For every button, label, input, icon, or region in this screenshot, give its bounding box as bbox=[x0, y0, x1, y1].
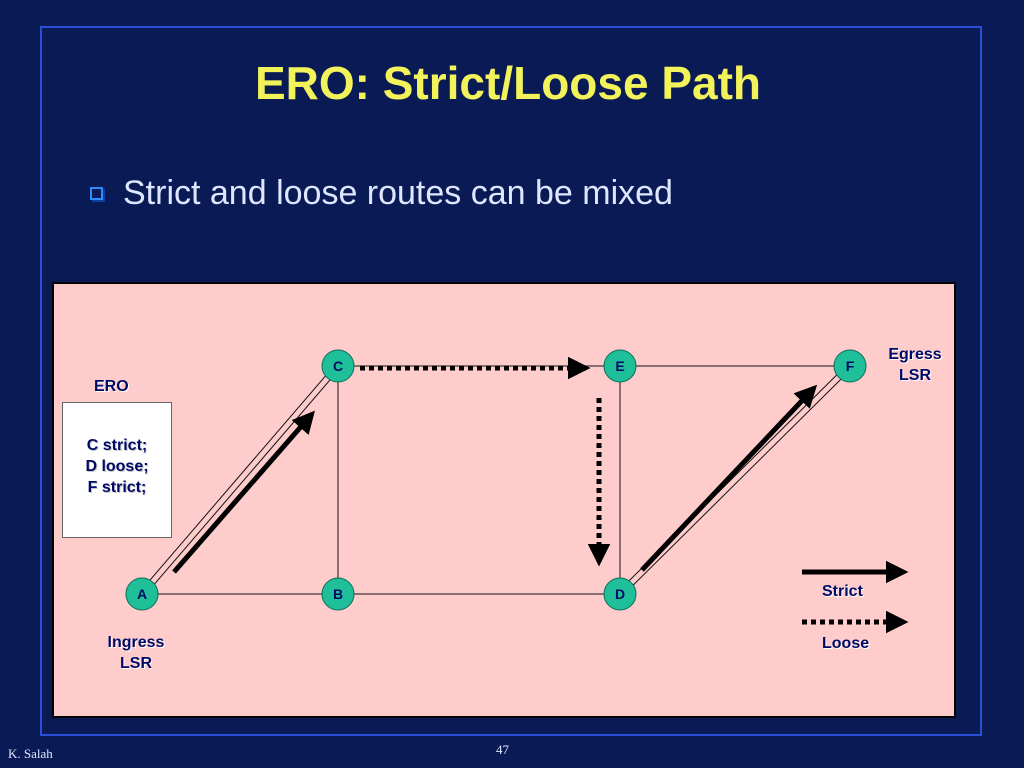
square-bullet-icon bbox=[90, 187, 103, 200]
network-diagram: A B C D E F bbox=[125, 349, 909, 634]
bullet-item: Strict and loose routes can be mixed bbox=[90, 174, 673, 213]
link-line-DF bbox=[621, 367, 853, 597]
ero-title: ERO bbox=[94, 378, 129, 395]
path-arrows bbox=[172, 356, 818, 574]
strict-arrow-a-to-c bbox=[172, 410, 315, 574]
link-lines bbox=[139, 363, 853, 597]
slide-title: ERO: Strict/Loose Path bbox=[254, 57, 762, 109]
slide-frame bbox=[40, 26, 982, 736]
author-footer: K. Salah bbox=[8, 746, 53, 761]
router-node-a bbox=[125, 577, 159, 611]
router-node-d bbox=[603, 577, 637, 611]
router-node-c bbox=[321, 349, 355, 383]
router-nodes: A B C D E F bbox=[125, 349, 867, 611]
bullet-text: Strict and loose routes can be mixed bbox=[123, 174, 673, 212]
egress-lsr-label: Egress LSR bbox=[872, 344, 958, 386]
ingress-lsr-label: Ingress LSR bbox=[88, 632, 184, 674]
egress-label-line: LSR bbox=[899, 367, 931, 384]
link-line-AC bbox=[143, 367, 341, 597]
legend bbox=[802, 560, 909, 634]
diagram-panel: A B C D E F ERO C strict; D loose; F strict; In… bbox=[52, 282, 956, 718]
ero-entry: D loose; bbox=[85, 458, 149, 475]
router-node-label: F bbox=[846, 358, 855, 374]
egress-label-line: Egress bbox=[888, 346, 942, 363]
router-node-label: B bbox=[333, 586, 343, 602]
router-node-label: A bbox=[137, 586, 147, 602]
ero-entry: F strict; bbox=[87, 479, 147, 496]
legend-strict-label: Strict bbox=[822, 583, 863, 600]
page-number: 47 bbox=[496, 742, 509, 757]
link-line-AC bbox=[139, 363, 337, 593]
ero-box: C strict; D loose; F strict; bbox=[62, 402, 172, 538]
ero-entry: C strict; bbox=[86, 437, 148, 454]
router-node-f bbox=[833, 349, 867, 383]
router-node-label: C bbox=[333, 358, 343, 374]
router-node-e bbox=[603, 349, 637, 383]
ingress-label-line: Ingress bbox=[107, 634, 165, 651]
router-node-label: E bbox=[615, 358, 624, 374]
router-node-b bbox=[321, 577, 355, 611]
router-node-label: D bbox=[615, 586, 625, 602]
ingress-label-line: LSR bbox=[120, 655, 152, 672]
legend-loose-label: Loose bbox=[822, 635, 870, 652]
ero-entry-list: C strict; D loose; F strict; bbox=[63, 435, 171, 498]
strict-arrow-d-to-f bbox=[640, 384, 818, 572]
